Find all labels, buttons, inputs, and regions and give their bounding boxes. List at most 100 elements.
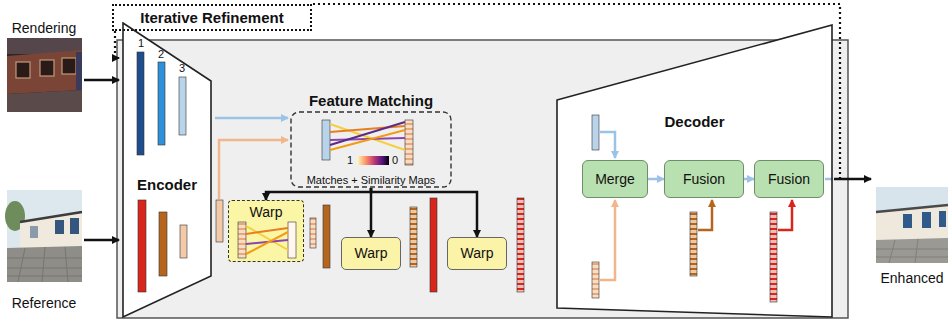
fusion-box: Fusion	[754, 160, 824, 198]
box-title: Feature Matching	[290, 92, 452, 110]
refinement-loop	[312, 4, 840, 179]
image-caption: Rendering	[12, 20, 77, 37]
feature-wire	[219, 140, 288, 199]
level-number: 2	[158, 48, 164, 61]
edge-arrow	[266, 188, 371, 200]
colorbar-tick: 0	[392, 154, 398, 167]
feature-bar	[592, 115, 599, 150]
figure-part	[876, 187, 948, 263]
warp-box: Warp	[447, 237, 507, 270]
figure-part	[70, 218, 79, 234]
figure-part	[876, 205, 948, 212]
warp-box: Warp	[341, 237, 401, 270]
figure-part	[922, 212, 931, 228]
similarity-colorbar	[357, 156, 389, 165]
colorbar-tick: 1	[347, 154, 353, 167]
edge-arrow	[371, 188, 477, 237]
feature-bar	[323, 205, 330, 268]
figure-part	[40, 60, 54, 76]
figure-part	[7, 247, 82, 282]
output-arrow	[834, 178, 871, 181]
feature-bar	[158, 62, 165, 145]
match-line	[330, 122, 405, 145]
loop-label-box: Iterative Refinement	[112, 4, 312, 31]
box-title: Warp	[229, 203, 303, 221]
feature-bar	[137, 52, 144, 155]
feature-bar	[159, 212, 167, 276]
feature-bar	[690, 212, 697, 276]
figure-part	[62, 58, 76, 74]
refinement-loop	[115, 31, 119, 58]
feature-wire	[778, 200, 792, 230]
figure-part	[7, 246, 82, 282]
box-title: Fusion	[683, 171, 725, 188]
feature-bar	[180, 225, 187, 258]
figure-part	[16, 62, 30, 78]
figure-part	[7, 90, 82, 112]
feature-bar	[310, 218, 316, 248]
block-outline	[122, 22, 212, 318]
figure-part	[7, 38, 82, 112]
feature-bar	[138, 200, 146, 292]
edge-arrow	[744, 178, 754, 181]
feature-bar	[770, 212, 777, 302]
feature-bar	[288, 222, 296, 258]
feature-bar	[410, 207, 417, 267]
block-outline	[123, 23, 211, 317]
feature-bar	[517, 198, 524, 292]
figure-part	[55, 220, 64, 234]
match-line	[246, 228, 288, 234]
decoder-fill	[557, 25, 832, 317]
input-arrow	[84, 239, 119, 242]
feature-bar	[405, 120, 413, 165]
feature-wire	[698, 200, 712, 230]
feature-bar	[216, 200, 223, 242]
box-note: Matches + Similarity Maps	[290, 171, 452, 189]
match-line	[330, 126, 405, 132]
edge-arrow	[648, 178, 664, 181]
feature-wire	[600, 132, 615, 158]
fusion-box: Fusion	[664, 160, 744, 198]
match-line	[246, 226, 288, 250]
rendering-image	[7, 38, 82, 112]
figure-part	[76, 52, 82, 90]
box-title: Encoder	[122, 176, 212, 194]
matching-box: Feature MatchingMatches + Similarity Map…	[290, 92, 452, 188]
image-caption: Enhanced	[880, 270, 943, 287]
figure-part	[876, 239, 948, 263]
feature-wire	[600, 200, 615, 280]
box-title: Warp	[355, 245, 388, 262]
level-number: 3	[179, 62, 185, 75]
feature-bar	[430, 198, 437, 292]
block-outline	[557, 25, 832, 317]
figure-part	[939, 211, 946, 227]
box-title: Merge	[595, 171, 635, 188]
reference-image	[5, 190, 82, 282]
feature-bar	[322, 120, 330, 160]
encoder-block: Encoder	[122, 22, 212, 318]
input-arrow	[84, 79, 119, 82]
figure-part	[903, 214, 912, 228]
figure-part	[20, 212, 82, 248]
figure-part	[876, 238, 948, 263]
merge-box: Merge	[582, 160, 648, 198]
box-title: Fusion	[768, 171, 810, 188]
encoder-fill	[123, 23, 211, 317]
warp-fill	[228, 200, 304, 262]
figure-part	[876, 205, 948, 240]
match-line	[330, 124, 405, 150]
warp-box: Warp	[228, 200, 304, 262]
enhanced-image	[876, 187, 948, 263]
feature-bar	[238, 222, 246, 258]
feature-bar	[592, 262, 599, 298]
box-title: Decoder	[556, 113, 833, 131]
image-caption: Reference	[12, 295, 77, 312]
box-title: Iterative Refinement	[140, 9, 283, 27]
match-line	[246, 232, 288, 254]
figure-part	[30, 226, 38, 238]
box-title: Warp	[461, 245, 494, 262]
figure-part	[7, 50, 82, 94]
feature-wire	[215, 117, 288, 120]
